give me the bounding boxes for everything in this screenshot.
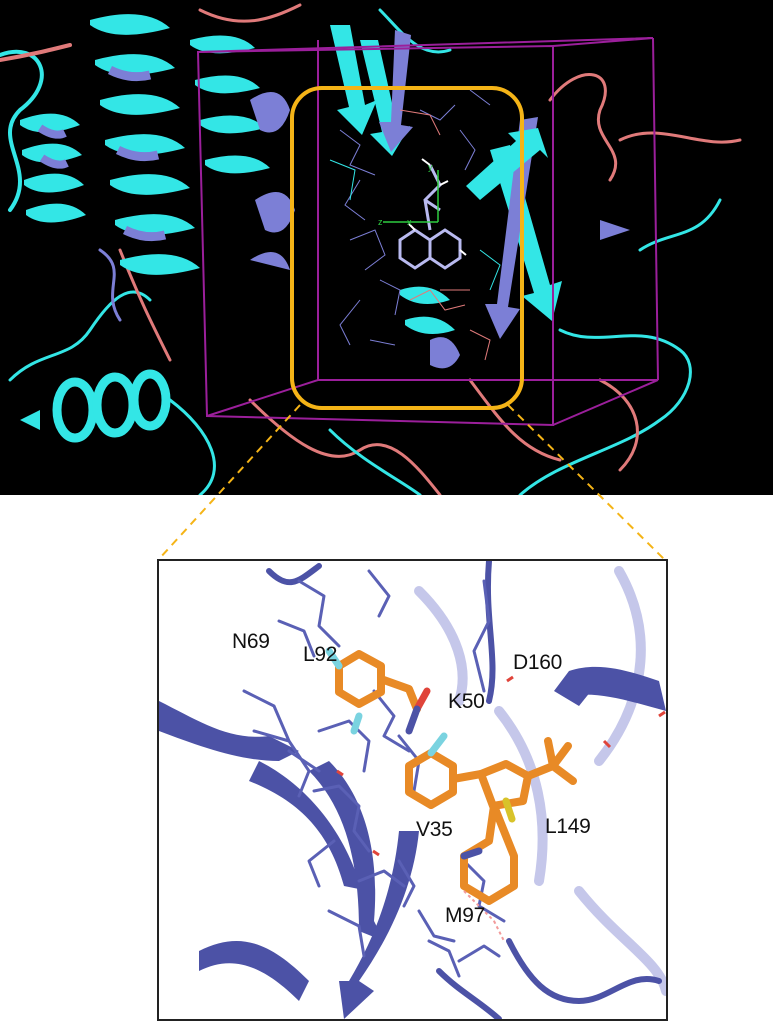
helix-center <box>400 286 460 369</box>
binding-pocket-svg <box>159 561 666 1019</box>
binding-pocket-inset: N69 L92 D160 K50 V35 L149 M97 <box>157 559 668 1021</box>
residue-label-n69: N69 <box>232 630 270 653</box>
residue-label-l92: L92 <box>303 643 338 666</box>
helix-left <box>20 113 86 223</box>
ligand <box>325 647 577 905</box>
helix-mid-left <box>90 14 200 275</box>
residue-label-v35: V35 <box>416 818 453 841</box>
overview-pocket-sticks <box>329 89 501 361</box>
helix-center-left <box>190 35 295 270</box>
axis-gizmo: z y x <box>378 162 439 227</box>
overview-strands <box>330 25 630 339</box>
axis-label-z: z <box>378 217 383 227</box>
residue-label-m97: M97 <box>445 904 485 927</box>
binding-site-highlight <box>290 86 524 410</box>
protein-overview-panel: z y x <box>0 0 773 495</box>
residue-label-l149: L149 <box>545 815 591 838</box>
h-bonds <box>463 890 505 942</box>
inset-ribbons <box>159 666 666 1019</box>
axis-label-y: y <box>428 162 433 172</box>
protein-overview-svg: z y x <box>0 3 742 495</box>
residue-label-k50: K50 <box>448 690 485 713</box>
overview-ligand-h <box>408 158 467 256</box>
inset-faint-ribbons <box>414 566 666 996</box>
helix-bottom-left <box>20 369 171 443</box>
overview-helices <box>20 14 460 443</box>
axis-label-x: x <box>407 217 412 227</box>
inset-heteroatoms <box>336 675 666 857</box>
inset-coils <box>266 561 662 1019</box>
residue-label-d160: D160 <box>513 651 563 674</box>
